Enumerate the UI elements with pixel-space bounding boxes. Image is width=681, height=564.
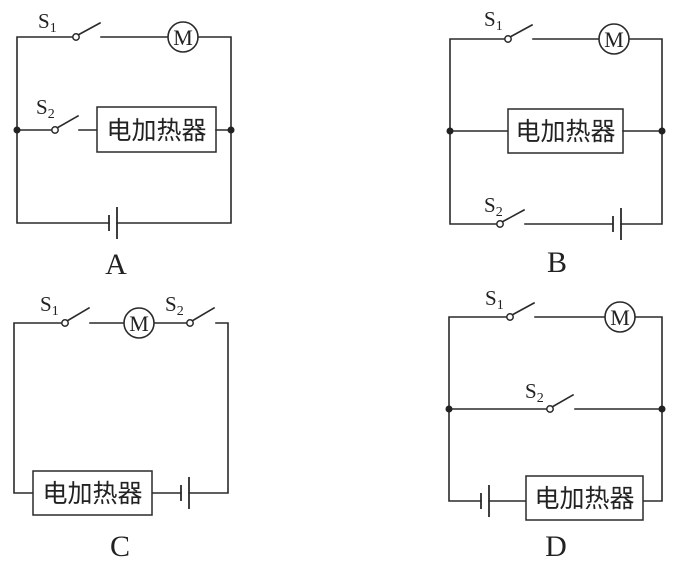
switch-s1-label: S1 [485,286,504,313]
junction-dot [13,126,21,134]
motor-symbol [123,307,155,339]
junction-dot [658,405,666,413]
switch-pivot [504,35,512,43]
motor-symbol [598,23,630,55]
motor-label: M [610,305,630,330]
motor-symbol [167,21,199,53]
switch-s2-label: S2 [484,193,503,220]
circuit-a: S1 M S2 电加热器 A [13,9,235,281]
switch-pivot [496,220,504,228]
heater-box [507,108,624,154]
junction-dot [446,127,454,135]
motor-label: M [129,311,149,336]
heater-label: 电加热器 [106,116,206,145]
heater-box [96,106,217,153]
switch-s1-label: S1 [38,9,57,36]
switch-pivot [72,33,80,41]
heater-label: 电加热器 [534,484,634,513]
heater-box [525,475,644,521]
junction-dot [658,127,666,135]
option-label-d: D [545,530,567,563]
motor-symbol [604,301,636,333]
circuit-c: S1 M S2 电加热器 C [13,292,229,563]
switch-pivot [51,126,59,134]
heater-label: 电加热器 [515,117,615,146]
switch-blade [510,301,536,317]
switch-pivot [186,319,194,327]
switch-blade [190,306,216,323]
circuit-b: S1 M 电加热器 S2 B [446,7,666,279]
circuit-d: S1 M S2 电加热器 D [445,286,666,563]
motor-label: M [604,27,624,52]
switch-blade [55,114,80,130]
junction-dot [227,126,235,134]
switch-blade [508,23,534,39]
switch-s2-label: S2 [36,95,55,122]
heater-box [32,470,153,516]
wire [13,322,64,494]
switch-s1-label: S1 [484,7,503,34]
switch-blade [65,306,91,323]
motor-label: M [173,25,193,50]
switch-pivot [506,313,514,321]
switch-s2-label: S2 [165,292,184,319]
heater-label: 电加热器 [42,479,142,508]
junction-dot [445,405,453,413]
switch-s1-label: S1 [40,292,59,319]
switch-pivot [61,319,69,327]
switch-pivot [546,405,554,413]
switch-s2-label: S2 [525,379,544,406]
switch-blade [550,393,575,409]
option-label-c: C [110,530,130,563]
option-label-b: B [547,246,567,279]
wire [188,322,229,494]
option-label-a: A [105,248,127,281]
switch-blade [76,21,102,37]
switch-blade [500,208,526,224]
